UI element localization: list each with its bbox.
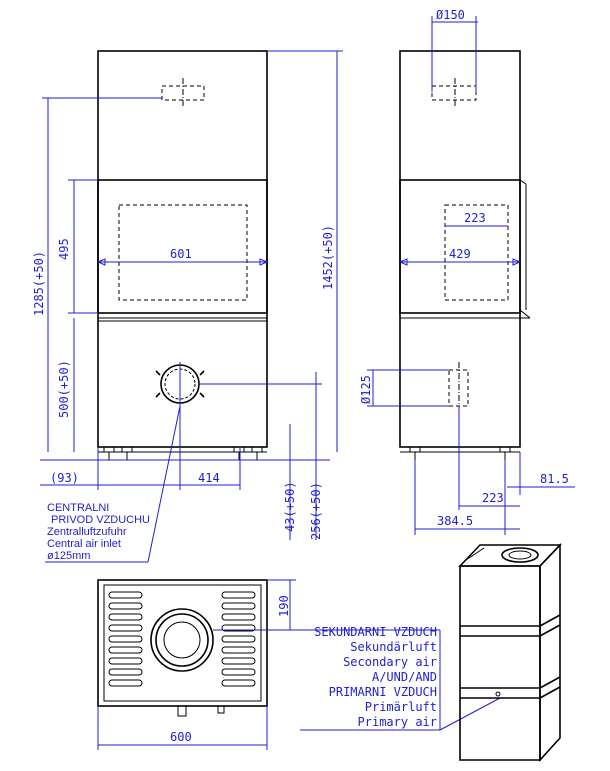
dim-right-offset: 81.5: [540, 472, 569, 486]
air-label-1: SEKUNDARNI VZDUCH: [314, 625, 437, 639]
dim-inner-depth: 223: [464, 211, 486, 225]
side-dimensions: Ø150 223 429 Ø125 81.5 223 384.5: [359, 8, 575, 535]
dim-chamber-depth: 429: [449, 247, 471, 261]
air-label-7: Primary air: [358, 715, 437, 729]
isometric-view: [458, 543, 562, 763]
note-line-3: Zentralluftzufuhr: [47, 526, 127, 538]
note-line-2: PRIVOD VZDUCHU: [51, 514, 150, 526]
front-dimensions: 601 495 1285(+50) 500(+50) 1452(+50) (93…: [32, 50, 343, 563]
front-view: [97, 50, 268, 460]
top-grilles: [108, 591, 256, 687]
side-view: [399, 50, 531, 460]
dim-air-height: 500(+50): [57, 360, 71, 418]
dim-height-total: 1285(+50): [32, 251, 46, 316]
top-view: [97, 579, 268, 717]
dim-top-inlet-offset: 190: [277, 595, 291, 617]
air-label-3: Secondary air: [343, 655, 437, 669]
dim-feet: 43(+50): [283, 481, 297, 532]
note-line-1: CENTRALNI: [47, 502, 109, 514]
air-label-2: Sekundärluft: [350, 640, 437, 654]
dim-inlet-depth: 223: [482, 491, 504, 505]
dim-flue-diameter: Ø150: [436, 8, 465, 22]
note-line-5: ø125mm: [47, 550, 90, 562]
note-line-4: Central air inlet: [47, 538, 121, 550]
dim-width-front: 601: [170, 247, 192, 261]
top-dimensions: 190 600: [97, 579, 501, 750]
air-label-4: A/UND/AND: [372, 670, 437, 684]
dim-overall-height: 1452(+50): [321, 225, 335, 290]
air-label-6: Primärluft: [365, 700, 437, 714]
dim-door-height: 495: [57, 238, 71, 260]
air-label-5: PRIMARNI VZDUCH: [329, 685, 437, 699]
dim-top-width: 600: [170, 730, 192, 744]
dim-left-offset: (93): [50, 471, 79, 485]
dim-inlet-offset: 414: [198, 471, 220, 485]
central-air-note: CENTRALNI PRIVOD VZDUCHU Zentralluftzufu…: [47, 502, 150, 562]
dim-floor-to-inlet: 256(+50): [309, 482, 323, 540]
dim-inlet-diameter: Ø125: [359, 375, 373, 404]
dim-overall-depth: 384.5: [437, 514, 473, 528]
air-labels: SEKUNDARNI VZDUCH Sekundärluft Secondary…: [314, 625, 437, 729]
